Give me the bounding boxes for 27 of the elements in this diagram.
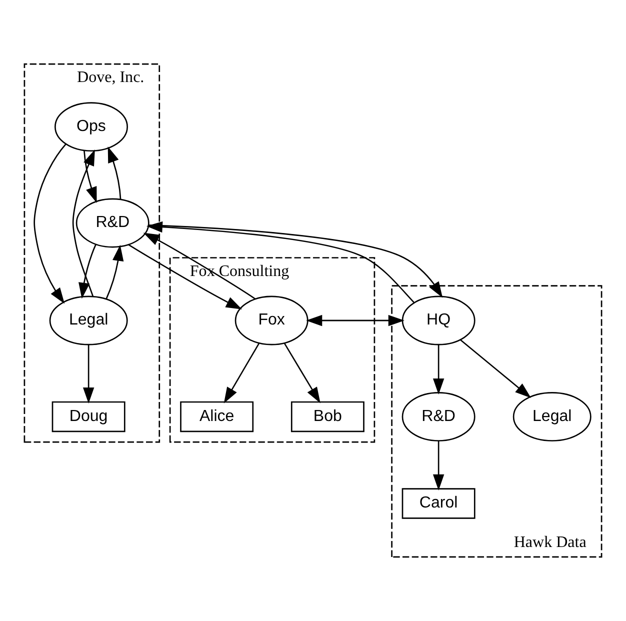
arrow xyxy=(108,146,122,200)
node-ellipse: R&D xyxy=(402,392,476,442)
arrow xyxy=(106,244,124,300)
arrow xyxy=(148,224,443,298)
node-ellipse: HQ xyxy=(402,296,476,346)
arrow xyxy=(128,244,242,310)
arrow xyxy=(432,441,444,490)
node-box: Alice xyxy=(180,401,254,432)
arrow xyxy=(284,342,320,404)
arrow xyxy=(143,232,256,300)
arrow xyxy=(432,344,444,395)
arrow xyxy=(34,144,66,304)
node-ellipse: Legal xyxy=(49,296,128,346)
node-box: Carol xyxy=(402,488,476,519)
arrow xyxy=(82,344,94,404)
node-ellipse: Fox xyxy=(234,296,308,346)
arrow xyxy=(72,150,95,297)
node-ellipse: R&D xyxy=(76,198,150,248)
node-box: Bob xyxy=(290,401,364,432)
node-box: Doug xyxy=(52,401,126,432)
arrow xyxy=(146,221,415,303)
arrow xyxy=(78,244,96,299)
node-ellipse: Legal xyxy=(512,392,592,442)
node-ellipse: Ops xyxy=(54,102,128,152)
arrow xyxy=(224,343,260,404)
arrow xyxy=(460,339,532,398)
arrow xyxy=(84,150,97,204)
